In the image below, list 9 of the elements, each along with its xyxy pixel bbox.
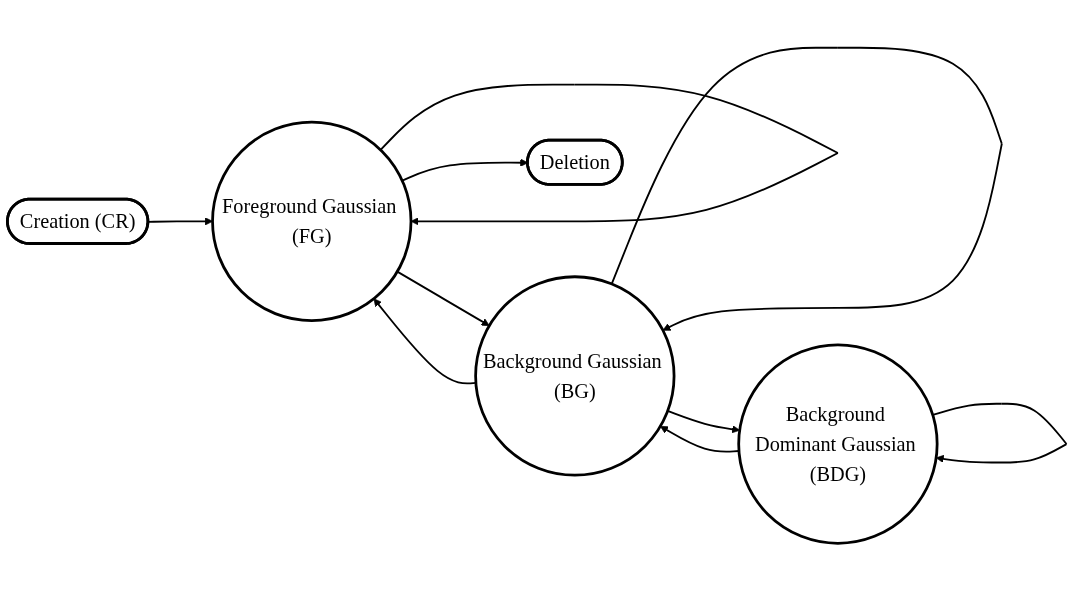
arrow [379, 83, 839, 226]
node-circle: Background Gaussian (BG) [474, 275, 676, 477]
arrow [396, 270, 490, 327]
node-circle: Foreground Gaussian (FG) [211, 120, 413, 322]
node-circle: Background Dominant Gaussian (BDG) [737, 343, 939, 545]
arrow [660, 425, 740, 453]
arrow [373, 298, 477, 385]
arrow [610, 46, 1003, 331]
arrow [147, 217, 213, 226]
